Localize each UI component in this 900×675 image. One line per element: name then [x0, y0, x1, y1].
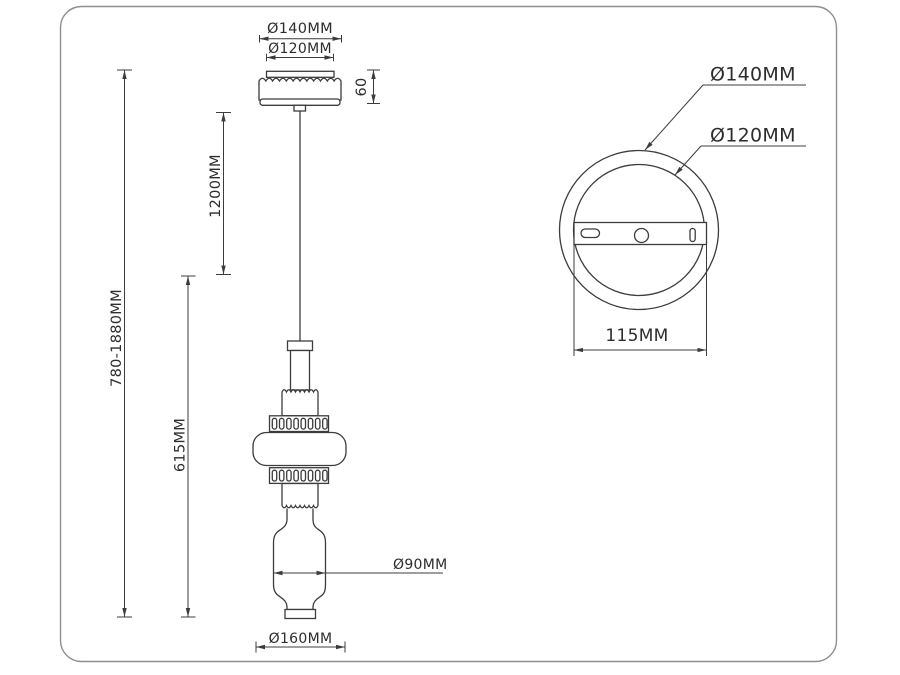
dim-canopy-inner: Ø120MM	[266, 41, 334, 62]
top-view: 115MM Ø140MM Ø120MM	[558, 64, 806, 356]
bracket-center-hole	[633, 227, 650, 244]
upper-slotted-ring	[268, 415, 330, 433]
mounting-bracket	[573, 221, 708, 246]
dim-label-plate-width: 115MM	[605, 326, 668, 346]
dim-label-canopy-outer: Ø140MM	[267, 21, 333, 37]
bracket-slot-left	[580, 228, 601, 239]
canopy-top-plate	[265, 70, 335, 78]
dim-body-height: 615MM	[173, 275, 196, 618]
ceiling-canopy-side	[258, 70, 342, 112]
dim-label-canopy-inner: Ø120MM	[268, 41, 332, 57]
dim-label-shade-diameter: Ø160MM	[269, 631, 333, 647]
dim-label-cord-length: 1200MM	[208, 154, 224, 218]
dim-shade-diameter: Ø160MM	[255, 631, 346, 653]
upper-fluted-section	[281, 389, 319, 417]
leader-outer-diameter: Ø140MM	[644, 64, 806, 151]
dim-label-canopy-height: 60	[354, 77, 370, 96]
cord-connector	[286, 340, 314, 352]
leader-label-inner-diameter: Ø120MM	[710, 125, 796, 147]
dim-canopy-outer: Ø140MM	[259, 21, 342, 43]
front-view: Ø140MM Ø120MM 60 780-1880MM	[109, 21, 448, 653]
dim-overall-height: 780-1880MM	[109, 69, 132, 618]
cord-grip	[293, 104, 307, 112]
lower-slotted-ring	[268, 467, 330, 485]
bulb-base-cap	[284, 608, 317, 620]
dim-label-overall-height: 780-1880MM	[109, 289, 125, 387]
canopy-outer-circle	[558, 149, 720, 311]
dim-cord-length: 1200MM	[208, 112, 231, 275]
stem-tube	[289, 349, 311, 391]
lower-fluted-section	[281, 482, 319, 509]
dim-plate-width: 115MM	[573, 244, 707, 356]
leader-label-outer-diameter: Ø140MM	[710, 64, 796, 86]
canopy-bottom-flange	[259, 98, 341, 106]
dim-bulb-diameter: Ø90MM	[273, 557, 448, 576]
leader-inner-diameter: Ø120MM	[674, 125, 806, 176]
dim-label-bulb-diameter: Ø90MM	[393, 557, 448, 573]
lamp-body	[252, 340, 347, 620]
drawing-border	[59, 5, 838, 663]
dim-canopy-height: 60	[354, 69, 380, 104]
bracket-slot-right	[689, 227, 696, 243]
dim-label-body-height: 615MM	[173, 418, 189, 472]
shade-disc	[252, 431, 347, 467]
canopy-ribbed-drum	[258, 77, 342, 101]
